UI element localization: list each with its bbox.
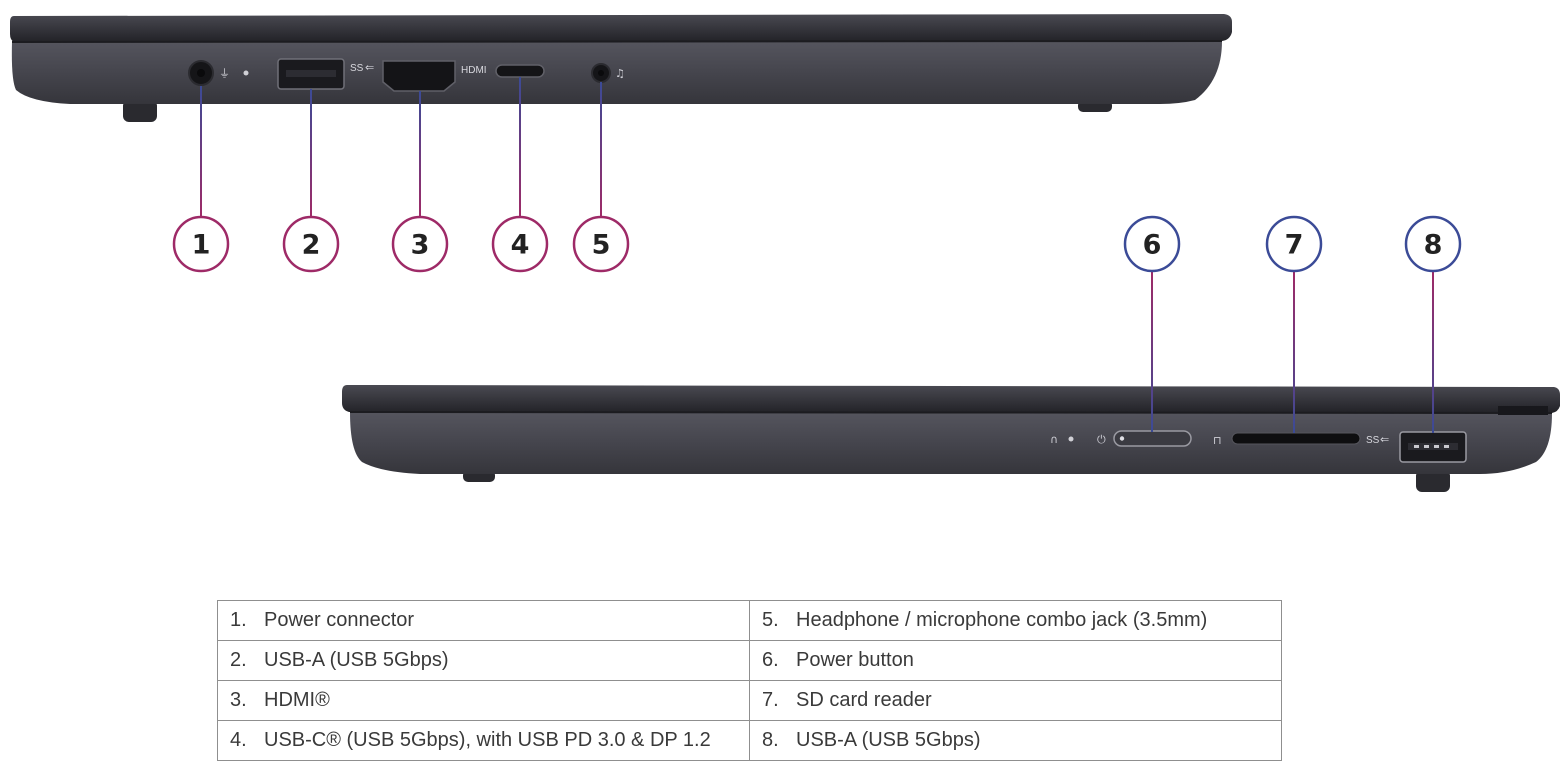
- usb-trident-icon: ⇐: [1380, 433, 1389, 446]
- callout-4: 4: [491, 215, 549, 273]
- table-cell: 8. USB-A (USB 5Gbps): [749, 720, 1282, 761]
- item-number: 8.: [762, 729, 779, 751]
- table-cell: 5. Headphone / microphone combo jack (3.5…: [749, 600, 1282, 641]
- item-label: USB-A (USB 5Gbps): [264, 649, 449, 671]
- callout-8: 8: [1404, 215, 1462, 273]
- item-label: HDMI®: [264, 689, 330, 711]
- usb-c-port: [495, 64, 545, 78]
- callout-7-number: 7: [1285, 230, 1304, 261]
- leader-lines: [200, 76, 1435, 434]
- item-number: 1.: [230, 609, 247, 631]
- table-row: 4. USB-C® (USB 5Gbps), with USB PD 3.0 & …: [217, 720, 1282, 761]
- item-label: Power connector: [264, 609, 415, 631]
- hdmi-port: [382, 60, 456, 92]
- laptop-left-side: ⏚ SS ⇐ HDMI ♫: [10, 14, 1232, 122]
- sd-card-icon: ⊓: [1213, 434, 1222, 447]
- table-row: 3. HDMI® 7. SD card reader: [217, 680, 1282, 721]
- item-number: 5.: [762, 609, 779, 631]
- sd-card-slot: [1231, 432, 1361, 445]
- laptop-right-side: ∩ ⏻ ⊓ SS ⇐: [342, 385, 1560, 492]
- callout-4-number: 4: [511, 230, 530, 261]
- callout-2: 2: [282, 215, 340, 273]
- item-label: USB-C® (USB 5Gbps), with USB PD 3.0 & DP…: [264, 729, 711, 751]
- usb-trident-icon: ⇐: [365, 61, 374, 74]
- callout-3-number: 3: [411, 230, 430, 261]
- callout-1: 1: [172, 215, 230, 273]
- callouts: 1 2 3 4 5 6 7 8: [172, 215, 1462, 273]
- callout-6-number: 6: [1143, 230, 1162, 261]
- headset-icon: ♫: [615, 67, 625, 80]
- callout-2-number: 2: [302, 230, 321, 261]
- laptop-lid: [342, 385, 1560, 413]
- item-number: 2.: [230, 649, 247, 671]
- callout-5: 5: [572, 215, 630, 273]
- table-cell: 3. HDMI®: [217, 680, 750, 721]
- table-cell: 1. Power connector: [217, 600, 750, 641]
- callout-1-number: 1: [192, 230, 211, 261]
- laptop-foot: [1416, 470, 1450, 492]
- table-cell: 6. Power button: [749, 640, 1282, 681]
- callout-7: 7: [1265, 215, 1323, 273]
- power-icon: ⏻: [1097, 433, 1106, 446]
- callout-6: 6: [1123, 215, 1181, 273]
- item-number: 6.: [762, 649, 779, 671]
- callout-8-number: 8: [1424, 230, 1443, 261]
- item-label: SD card reader: [796, 689, 932, 711]
- status-led: [1068, 436, 1074, 442]
- superspeed-label-left: SS: [350, 63, 364, 74]
- callout-3: 3: [391, 215, 449, 273]
- laptop-base: [350, 412, 1552, 474]
- table-cell: 2. USB-A (USB 5Gbps): [217, 640, 750, 681]
- laptop-lid: [10, 14, 1232, 42]
- charging-led: [243, 70, 249, 76]
- laptop-foot: [123, 100, 157, 122]
- item-number: 3.: [230, 689, 247, 711]
- table-row: 2. USB-A (USB 5Gbps) 6. Power button: [217, 640, 1282, 681]
- power-button: [1113, 430, 1192, 447]
- item-number: 7.: [762, 689, 779, 711]
- superspeed-label-right: SS: [1366, 435, 1380, 446]
- hdmi-port-label: HDMI: [461, 65, 487, 76]
- table-cell: 7. SD card reader: [749, 680, 1282, 721]
- item-label: USB-A (USB 5Gbps): [796, 729, 981, 751]
- table-row: 1. Power connector 5. Headphone / micropho…: [217, 600, 1282, 641]
- headset-icon: ∩: [1050, 433, 1058, 446]
- callout-5-number: 5: [592, 230, 611, 261]
- power-plug-icon: ⏚: [219, 67, 230, 80]
- ports-diagram: ⏚ SS ⇐ HDMI ♫ ∩ ⏻ ⊓ SS ⇐: [10, 14, 1560, 492]
- item-label: Power button: [796, 649, 914, 671]
- item-number: 4.: [230, 729, 247, 751]
- item-label: Headphone / microphone combo jack (3.5mm…: [796, 609, 1208, 631]
- table-cell: 4. USB-C® (USB 5Gbps), with USB PD 3.0 & …: [217, 720, 750, 761]
- ports-legend-table: 1. Power connector 5. Headphone / micropho…: [217, 600, 1282, 761]
